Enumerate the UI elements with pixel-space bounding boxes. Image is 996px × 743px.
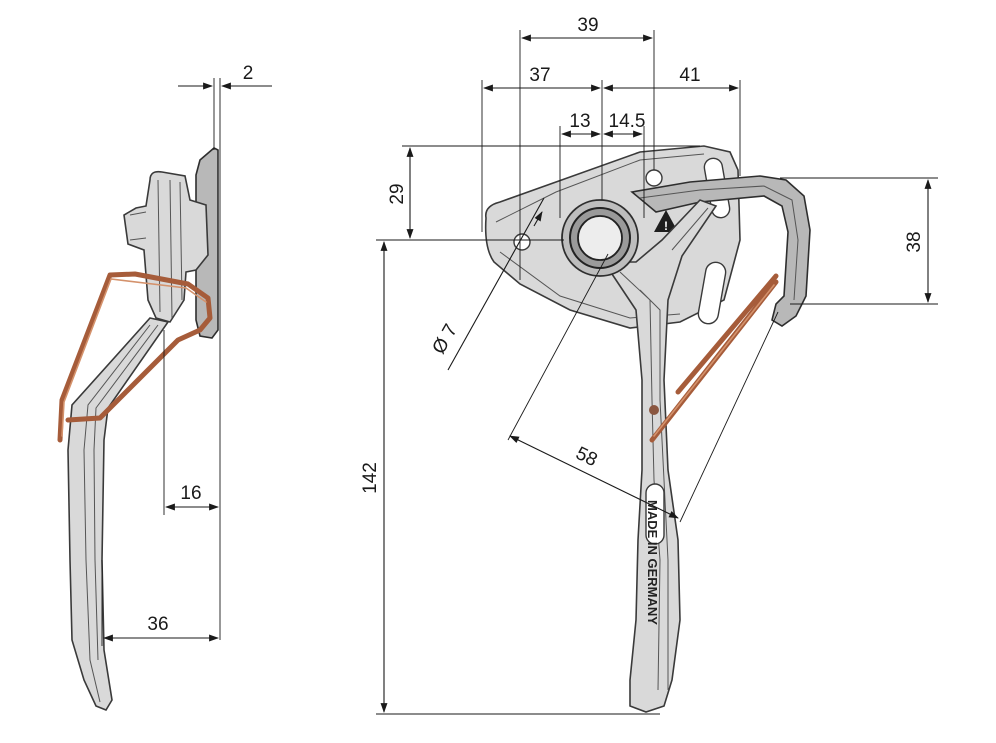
front-wire-highlight: [653, 284, 775, 437]
side-handle: [67, 317, 170, 711]
dim-142-label: 142: [360, 462, 381, 494]
front-pivot-hole: [577, 215, 623, 261]
front-slot-lower: [697, 261, 727, 325]
side-wire-highlight: [61, 278, 207, 437]
dim-58-ext-top: [507, 253, 609, 441]
dim-dia7-tick: [533, 211, 543, 227]
dim-58-label: 58: [572, 443, 600, 471]
dim-36-label: 36: [147, 614, 168, 635]
dim-13-label: 13: [569, 111, 590, 132]
warning-mark: !: [664, 219, 668, 233]
front-hook: [630, 175, 811, 327]
dim-39-label: 39: [577, 15, 598, 36]
dim-37-label: 37: [529, 65, 550, 86]
dim-58-ext-bottom: [679, 311, 779, 523]
side-pivot-hub: [123, 170, 209, 323]
made-in-germany-stamp: MADE IN GERMANY: [645, 500, 660, 625]
dim-16-label: 16: [180, 483, 201, 504]
front-handle-rivet: [649, 405, 659, 415]
front-mount-hole-left: [513, 233, 531, 251]
front-mount-hole-top: [645, 169, 663, 187]
dim-145-label: 14.5: [609, 111, 646, 132]
warning-icon: [654, 210, 678, 232]
dim-2-label: 2: [243, 63, 254, 84]
front-view: ! MADE IN GERMANY 39 37 41: [360, 15, 938, 715]
side-hub-detail: [129, 179, 183, 319]
dim-dia7-label: Ø 7: [428, 321, 461, 358]
side-wire-loop: [57, 271, 213, 443]
dim-41-label: 41: [679, 65, 700, 86]
front-hook-detail: [639, 185, 799, 301]
side-handle-detail: [83, 324, 159, 703]
dim-dia7-leader: [447, 197, 545, 371]
side-view: 2 16 36: [57, 63, 272, 711]
dim-29-label: 29: [387, 183, 408, 204]
dim-38-label: 38: [904, 231, 925, 252]
dim-58-line: [509, 435, 679, 519]
